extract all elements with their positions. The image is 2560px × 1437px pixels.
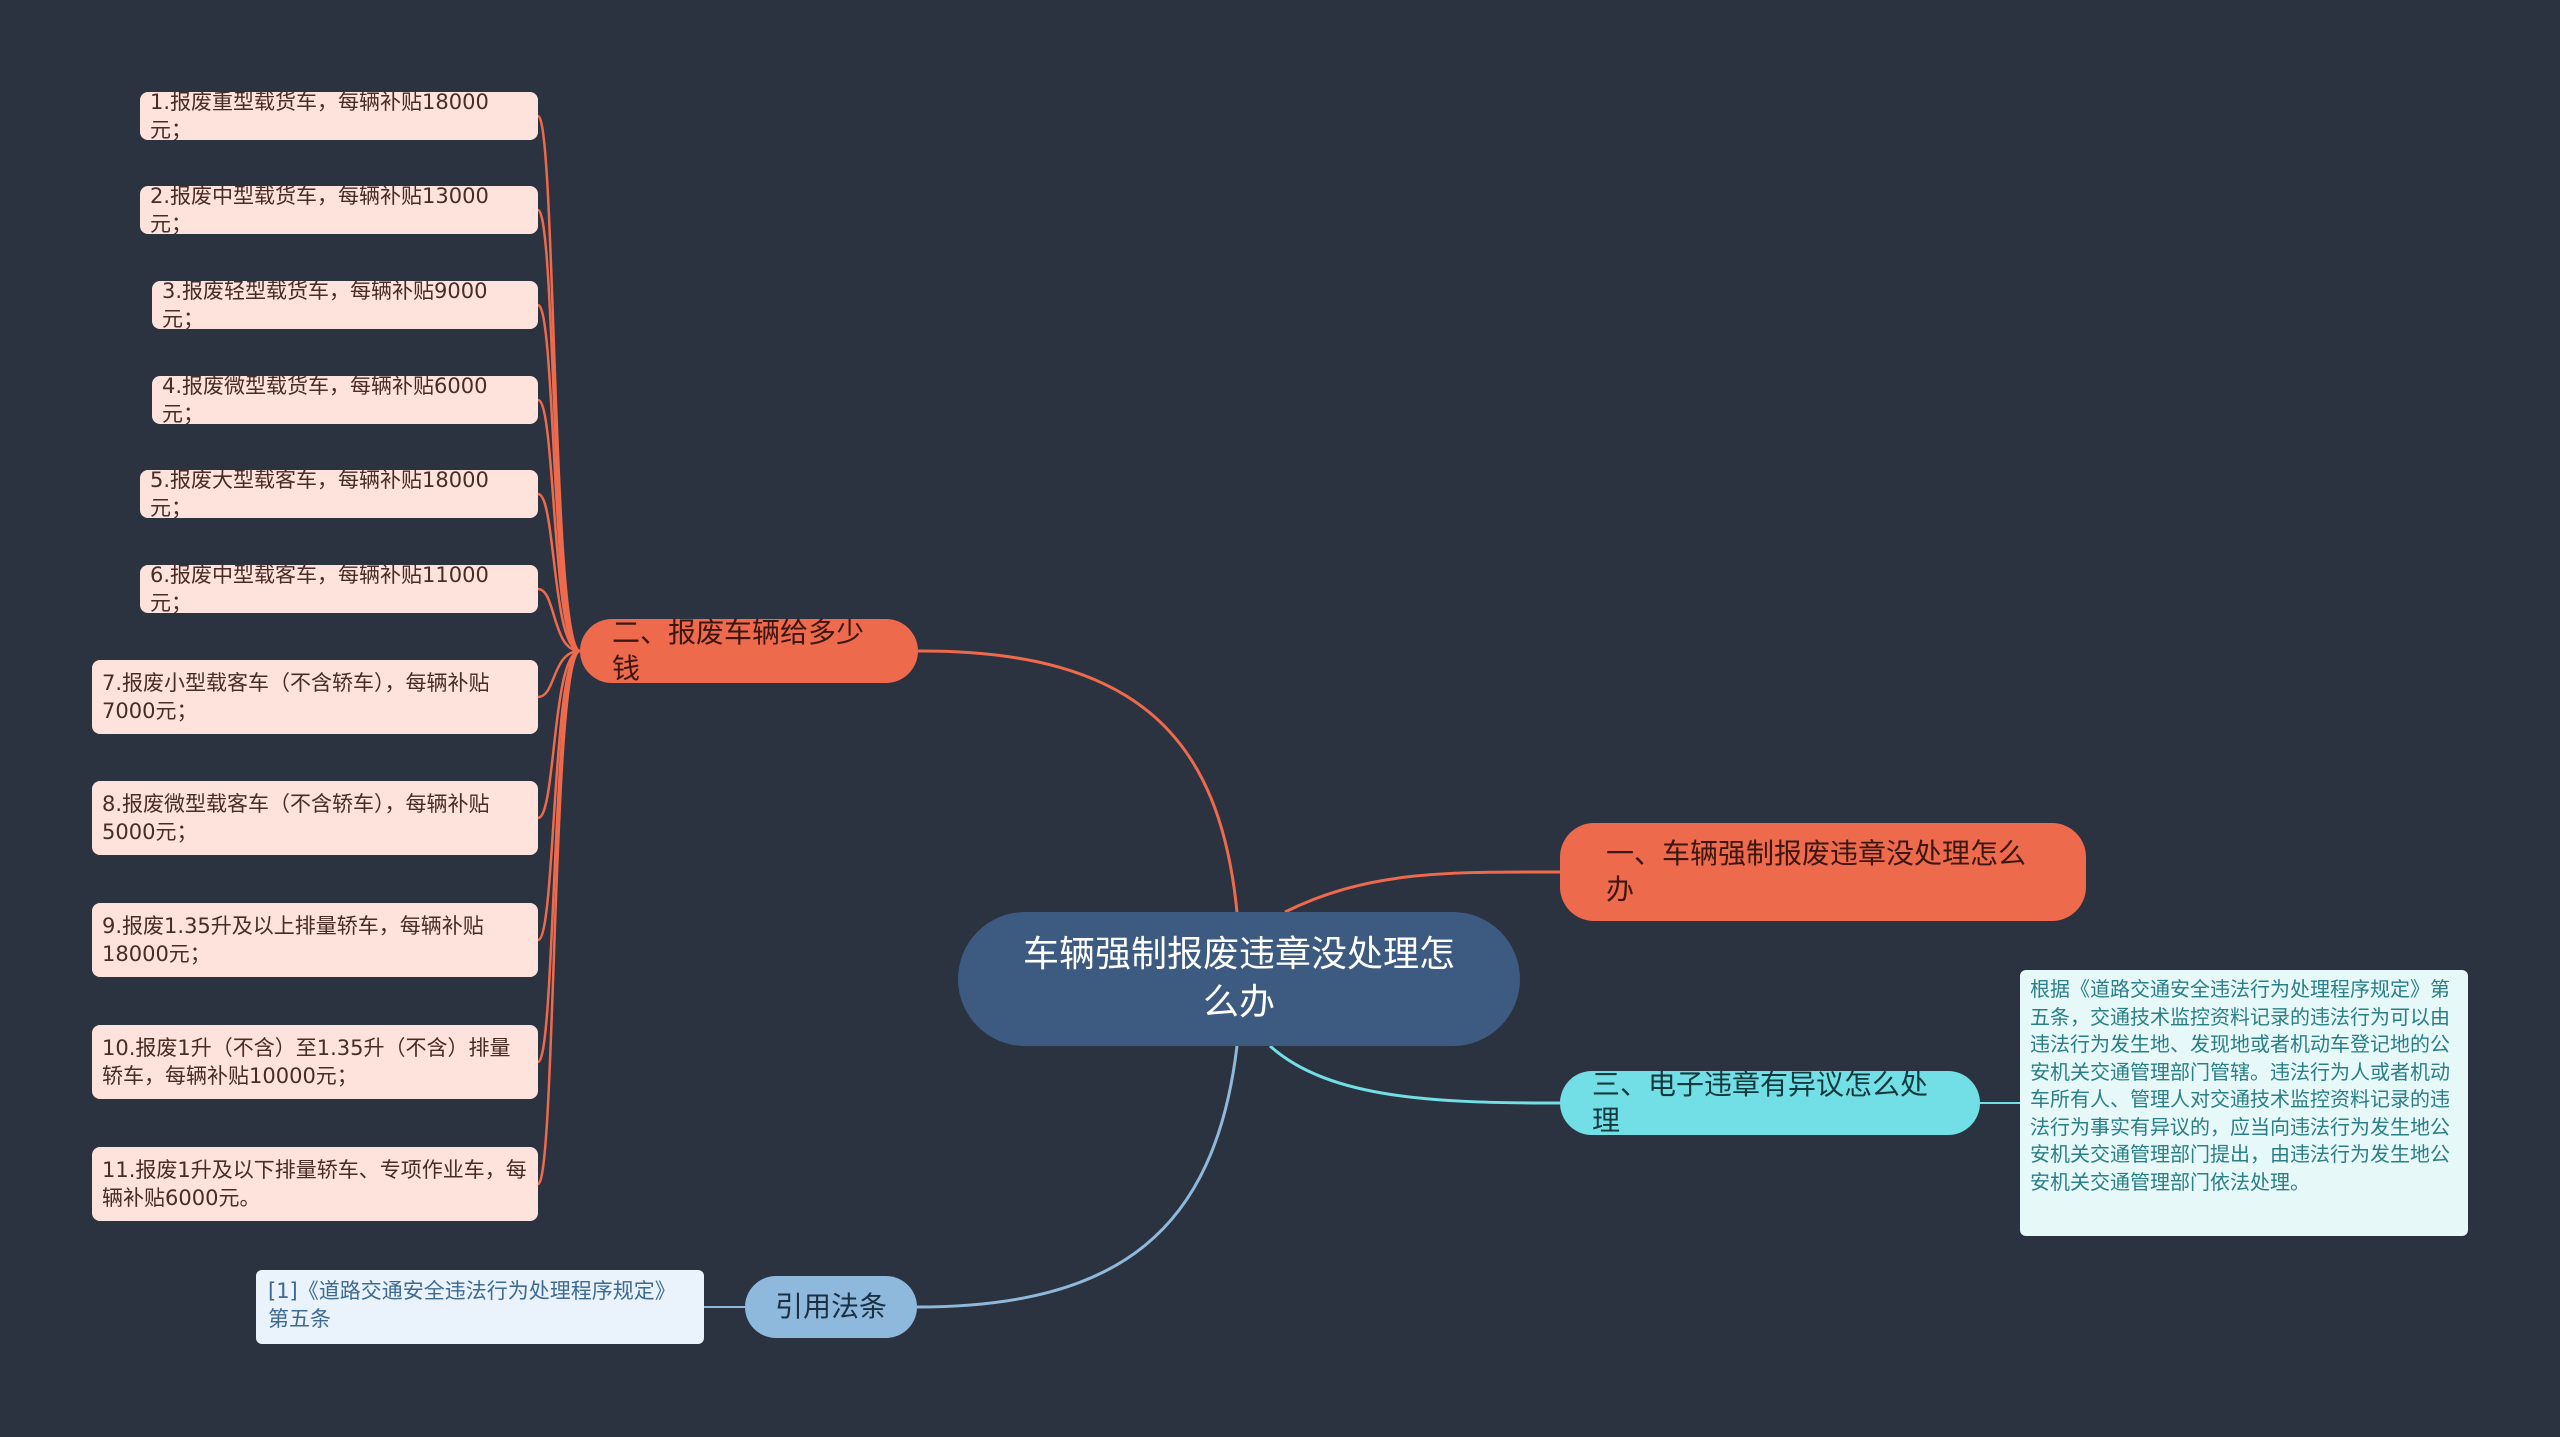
link-subsidy-item-8 (537, 649, 581, 820)
subsidy-item-5-text: 5.报废大型载客车，每辆补贴18000元； (150, 468, 489, 520)
subsidy-item-7[interactable]: 7.报废小型载客车（不含轿车），每辆补贴7000元； (92, 660, 538, 734)
central-topic[interactable]: 车辆强制报废违章没处理怎么办 (958, 912, 1520, 1046)
subsidy-item-3[interactable]: 3.报废轻型载货车，每辆补贴9000元； (152, 279, 538, 331)
link-subsidy-item-7 (537, 649, 581, 699)
link-root-handle (1284, 870, 1561, 914)
link-subsidy-item-4 (536, 398, 581, 653)
link-root-money (917, 649, 1239, 913)
link-subsidy-item-3 (536, 303, 581, 653)
subsidy-item-1-text: 1.报废重型载货车，每辆补贴18000元； (150, 90, 489, 142)
subsidy-item-7-text: 7.报废小型载客车（不含轿车），每辆补贴7000元； (102, 671, 490, 723)
link-subsidy-item-9 (536, 649, 581, 942)
subsidy-item-11[interactable]: 11.报废1升及以下排量轿车、专项作业车，每辆补贴6000元。 (92, 1147, 538, 1221)
branch-scrap-subsidy-label: 二、报废车辆给多少钱 (612, 616, 865, 685)
link-root-law (916, 1045, 1239, 1309)
branch-cited-law[interactable]: 引用法条 (745, 1276, 917, 1338)
subsidy-item-2[interactable]: 2.报废中型载货车，每辆补贴13000元； (140, 184, 538, 236)
branch-scrap-subsidy[interactable]: 二、报废车辆给多少钱 (580, 616, 918, 685)
subsidy-item-5[interactable]: 5.报废大型载客车，每辆补贴18000元； (140, 468, 538, 520)
subsidy-item-8[interactable]: 8.报废微型载客车（不含轿车），每辆补贴5000元； (92, 781, 538, 855)
branch-electronic-violation-dispute[interactable]: 三、电子违章有异议怎么处理 (1560, 1068, 1980, 1137)
link-subsidy-item-2 (536, 208, 581, 653)
central-topic-label: 车辆强制报废违章没处理怎么办 (1022, 934, 1455, 1023)
subsidy-item-3-text: 3.报废轻型载货车，每辆补贴9000元； (162, 279, 488, 331)
subsidy-item-9[interactable]: 9.报废1.35升及以上排量轿车，每辆补贴18000元； (92, 903, 538, 977)
subsidy-item-9-text: 9.报废1.35升及以上排量轿车，每辆补贴18000元； (102, 914, 484, 966)
subsidy-item-10-text: 10.报废1升（不含）至1.35升（不含）排量轿车，每辆补贴10000元； (102, 1036, 511, 1088)
subsidy-item-6[interactable]: 6.报废中型载客车，每辆补贴11000元； (140, 563, 538, 615)
branch-handle-violation-label: 一、车辆强制报废违章没处理怎么办 (1606, 837, 2027, 906)
subsidy-item-8-text: 8.报废微型载客车（不含轿车），每辆补贴5000元； (102, 792, 490, 844)
subsidy-item-10[interactable]: 10.报废1升（不含）至1.35升（不含）排量轿车，每辆补贴10000元； (92, 1025, 538, 1099)
subsidy-item-2-text: 2.报废中型载货车，每辆补贴13000元； (150, 184, 489, 236)
subsidy-item-1[interactable]: 1.报废重型载货车，每辆补贴18000元； (140, 90, 538, 142)
law-citation-note-text: [1]《道路交通安全违法行为处理程序规定》第五条 (268, 1279, 676, 1331)
branch-handle-violation[interactable]: 一、车辆强制报废违章没处理怎么办 (1560, 823, 2086, 921)
subsidy-item-4[interactable]: 4.报废微型载货车，每辆补贴6000元； (152, 374, 538, 426)
dispute-note[interactable]: 根据《道路交通安全违法行为处理程序规定》第五条，交通技术监控资料记录的违法行为可… (2020, 970, 2468, 1236)
link-subsidy-item-11 (536, 649, 582, 1186)
branch-cited-law-label: 引用法条 (774, 1290, 887, 1323)
subsidy-item-4-text: 4.报废微型载货车，每辆补贴6000元； (162, 374, 488, 426)
link-subsidy-item-5 (537, 492, 581, 653)
link-root-dispute (1268, 1044, 1561, 1105)
branch-electronic-violation-dispute-label: 三、电子违章有异议怎么处理 (1592, 1068, 1929, 1137)
link-subsidy-item-6 (537, 587, 581, 653)
law-citation-note[interactable]: [1]《道路交通安全违法行为处理程序规定》第五条 (256, 1270, 704, 1344)
subsidy-item-6-text: 6.报废中型载客车，每辆补贴11000元； (150, 563, 489, 615)
subsidy-item-11-text: 11.报废1升及以下排量轿车、专项作业车，每辆补贴6000元。 (102, 1158, 527, 1210)
dispute-note-text: 根据《道路交通安全违法行为处理程序规定》第五条，交通技术监控资料记录的违法行为可… (2030, 977, 2450, 1194)
